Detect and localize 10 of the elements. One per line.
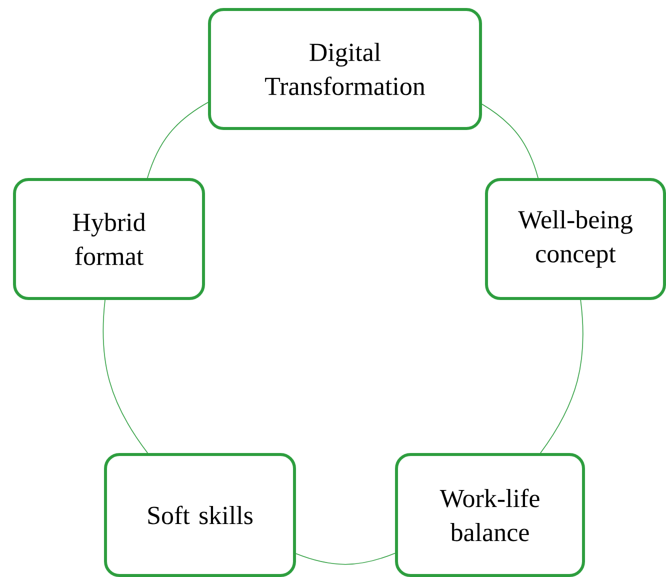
connector-arc: [147, 102, 208, 178]
concept-box: Well-being concept: [485, 178, 666, 300]
connector-arc: [482, 104, 538, 178]
concept-box: Work-life balance: [395, 452, 585, 577]
concept-box: Soft skills: [104, 452, 296, 577]
connector-arc: [102, 300, 148, 454]
connector-arc: [540, 300, 584, 454]
concept-box: Hybrid format: [13, 178, 205, 300]
connector-arc: [296, 552, 396, 565]
concept-box: Digital Transformation: [208, 8, 482, 130]
